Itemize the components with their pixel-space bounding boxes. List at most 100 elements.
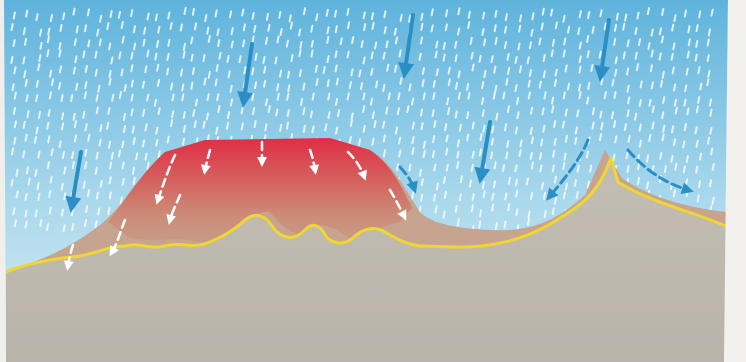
rain-streak	[100, 140, 101, 146]
rain-streak	[564, 154, 565, 160]
rain-streak	[86, 66, 87, 72]
rain-streak	[420, 54, 421, 60]
rain-streak	[532, 163, 533, 169]
rain-streak	[193, 9, 194, 15]
rain-streak	[337, 79, 338, 85]
rain-streak	[264, 67, 265, 73]
rain-streak	[674, 15, 675, 21]
rain-streak	[421, 14, 422, 20]
rain-streak	[40, 43, 41, 49]
rain-streak	[628, 86, 629, 92]
rain-streak	[85, 25, 86, 31]
rain-streak	[347, 9, 348, 15]
rain-streak	[336, 26, 337, 32]
rain-streak	[542, 23, 543, 29]
rain-streak	[628, 97, 629, 103]
rain-streak	[492, 194, 493, 200]
rain-streak	[204, 79, 205, 85]
rain-streak	[111, 11, 112, 17]
rain-streak	[328, 94, 329, 100]
rain-streak	[123, 163, 124, 169]
rain-streak	[51, 15, 52, 21]
rain-streak	[125, 85, 126, 91]
rain-streak	[350, 82, 351, 88]
rain-streak	[568, 84, 569, 90]
rain-streak	[532, 13, 533, 19]
rain-streak	[674, 84, 675, 90]
rain-streak	[423, 68, 424, 74]
rain-streak	[39, 112, 40, 118]
rain-streak	[494, 93, 495, 99]
rain-streak	[122, 141, 123, 147]
rain-streak	[472, 53, 473, 59]
rain-streak	[662, 9, 663, 15]
rain-streak	[708, 138, 709, 144]
rain-streak	[421, 38, 422, 44]
rain-streak	[434, 81, 435, 87]
rain-streak	[424, 142, 425, 148]
rain-streak	[219, 53, 220, 59]
rain-streak	[277, 37, 278, 43]
rain-streak	[457, 152, 458, 158]
rain-streak	[652, 82, 653, 88]
rain-streak	[108, 208, 109, 214]
rain-streak	[60, 25, 61, 31]
rain-streak	[566, 66, 567, 72]
rain-streak	[316, 66, 317, 72]
rain-streak	[395, 29, 396, 35]
rain-streak	[96, 168, 97, 174]
rain-streak	[64, 193, 65, 199]
rain-streak	[62, 184, 63, 190]
rain-streak	[672, 54, 673, 60]
rain-streak	[266, 38, 267, 44]
rain-streak	[496, 38, 497, 44]
rain-streak	[519, 26, 520, 32]
rain-streak	[484, 39, 485, 45]
rain-streak	[530, 70, 531, 76]
rain-streak	[328, 112, 329, 118]
rain-streak	[132, 81, 133, 87]
rain-streak	[409, 16, 410, 22]
rain-streak	[146, 124, 147, 130]
rain-streak	[543, 126, 544, 132]
rain-streak	[577, 110, 578, 116]
rain-streak	[111, 57, 112, 63]
rain-streak	[384, 135, 385, 141]
rain-streak	[529, 81, 530, 87]
rain-streak	[252, 68, 253, 74]
rain-streak	[49, 110, 50, 116]
rain-streak	[12, 148, 13, 154]
rain-streak	[641, 81, 642, 87]
rain-streak	[469, 12, 470, 18]
rain-streak	[88, 190, 89, 196]
rain-streak	[14, 108, 15, 114]
rain-streak	[98, 209, 99, 215]
rain-streak	[496, 114, 497, 120]
rain-streak	[327, 37, 328, 43]
rain-streak	[640, 100, 641, 106]
rain-streak	[147, 95, 148, 101]
rain-streak	[506, 14, 507, 20]
rain-streak	[579, 67, 580, 73]
rain-streak	[473, 152, 474, 158]
rain-streak	[652, 51, 653, 57]
rain-streak	[482, 98, 483, 104]
rain-streak	[372, 23, 373, 29]
rain-streak	[444, 177, 445, 183]
rain-streak	[495, 86, 496, 92]
rain-streak	[74, 114, 75, 120]
rain-streak	[516, 127, 517, 133]
rain-streak	[540, 165, 541, 171]
rain-streak	[673, 43, 674, 49]
rain-streak	[38, 152, 39, 158]
rain-streak	[183, 52, 184, 58]
rain-streak	[371, 69, 372, 75]
rain-streak	[470, 181, 471, 187]
rain-streak	[86, 206, 87, 212]
rain-streak	[243, 40, 244, 46]
rain-streak	[687, 69, 688, 75]
rain-streak	[101, 181, 102, 187]
rain-streak	[553, 166, 554, 172]
rain-streak	[230, 11, 231, 17]
rain-streak	[640, 141, 641, 147]
